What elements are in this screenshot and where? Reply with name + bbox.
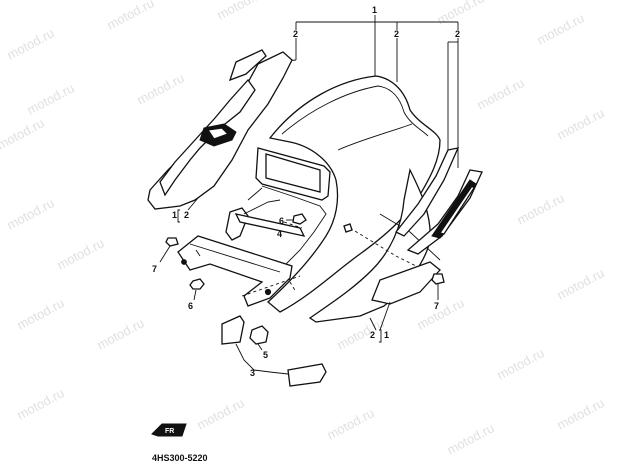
watermark: motod.ru bbox=[24, 80, 76, 117]
callout-2-left: 2 bbox=[293, 29, 298, 39]
callout-7-left: 7 bbox=[152, 264, 157, 274]
callout-2-right: 2 bbox=[455, 29, 460, 39]
watermark: motod.ru bbox=[134, 70, 186, 107]
callout-7-right: 7 bbox=[434, 301, 439, 311]
watermark: motod.ru bbox=[554, 395, 606, 432]
watermark: motod.ru bbox=[334, 315, 386, 352]
callout-2-left-bracket: 2 bbox=[184, 210, 189, 220]
watermark: motod.ru bbox=[214, 0, 266, 23]
watermark: motod.ru bbox=[194, 395, 246, 432]
callout-1-right-bracket: 1 bbox=[384, 330, 389, 340]
top-leader-lines bbox=[257, 15, 459, 168]
watermark: motod.ru bbox=[514, 190, 566, 227]
right-side-decal bbox=[371, 147, 483, 305]
fr-direction-icon: FR bbox=[151, 423, 187, 437]
callout-3: 3 bbox=[250, 368, 255, 378]
watermark: motod.ru bbox=[4, 195, 56, 232]
callout-1-top: 1 bbox=[372, 5, 377, 15]
callout-2-right-bracket: 2 bbox=[370, 330, 375, 340]
callout-4: 4 bbox=[277, 229, 282, 239]
watermark: motod.ru bbox=[554, 105, 606, 142]
grab-rail bbox=[225, 199, 306, 241]
watermark: motod.ru bbox=[494, 345, 546, 382]
watermark: motod.ru bbox=[534, 10, 586, 47]
watermark: motod.ru bbox=[324, 405, 376, 442]
callout-6-upper: 6 bbox=[279, 216, 284, 226]
watermark: motod.ru bbox=[94, 315, 146, 352]
watermark: motod.ru bbox=[414, 295, 466, 332]
bracket-plate bbox=[177, 235, 293, 307]
watermark: motod.ru bbox=[104, 0, 156, 33]
rubber-pads bbox=[221, 315, 327, 387]
watermark: motod.ru bbox=[54, 235, 106, 272]
watermark: motod.ru bbox=[554, 265, 606, 302]
callout-5: 5 bbox=[263, 350, 268, 360]
watermark: motod.ru bbox=[434, 0, 486, 28]
watermark-layer: motod.ru motod.ru motod.ru motod.ru moto… bbox=[0, 0, 607, 458]
watermark: motod.ru bbox=[14, 295, 66, 332]
watermark: motod.ru bbox=[4, 25, 56, 62]
fasteners bbox=[159, 213, 445, 301]
callout-2-mid: 2 bbox=[394, 29, 399, 39]
watermark: motod.ru bbox=[14, 385, 66, 422]
callout-6-lower: 6 bbox=[188, 301, 193, 311]
drawing-code: 4HS300-5220 bbox=[152, 453, 208, 463]
watermark: motod.ru bbox=[444, 420, 496, 457]
watermark: motod.ru bbox=[0, 115, 47, 152]
left-side-decal bbox=[147, 49, 293, 210]
watermark: motod.ru bbox=[474, 75, 526, 112]
fr-badge-label: FR bbox=[165, 428, 174, 435]
callout-1-left-bracket: 1 bbox=[172, 210, 177, 220]
